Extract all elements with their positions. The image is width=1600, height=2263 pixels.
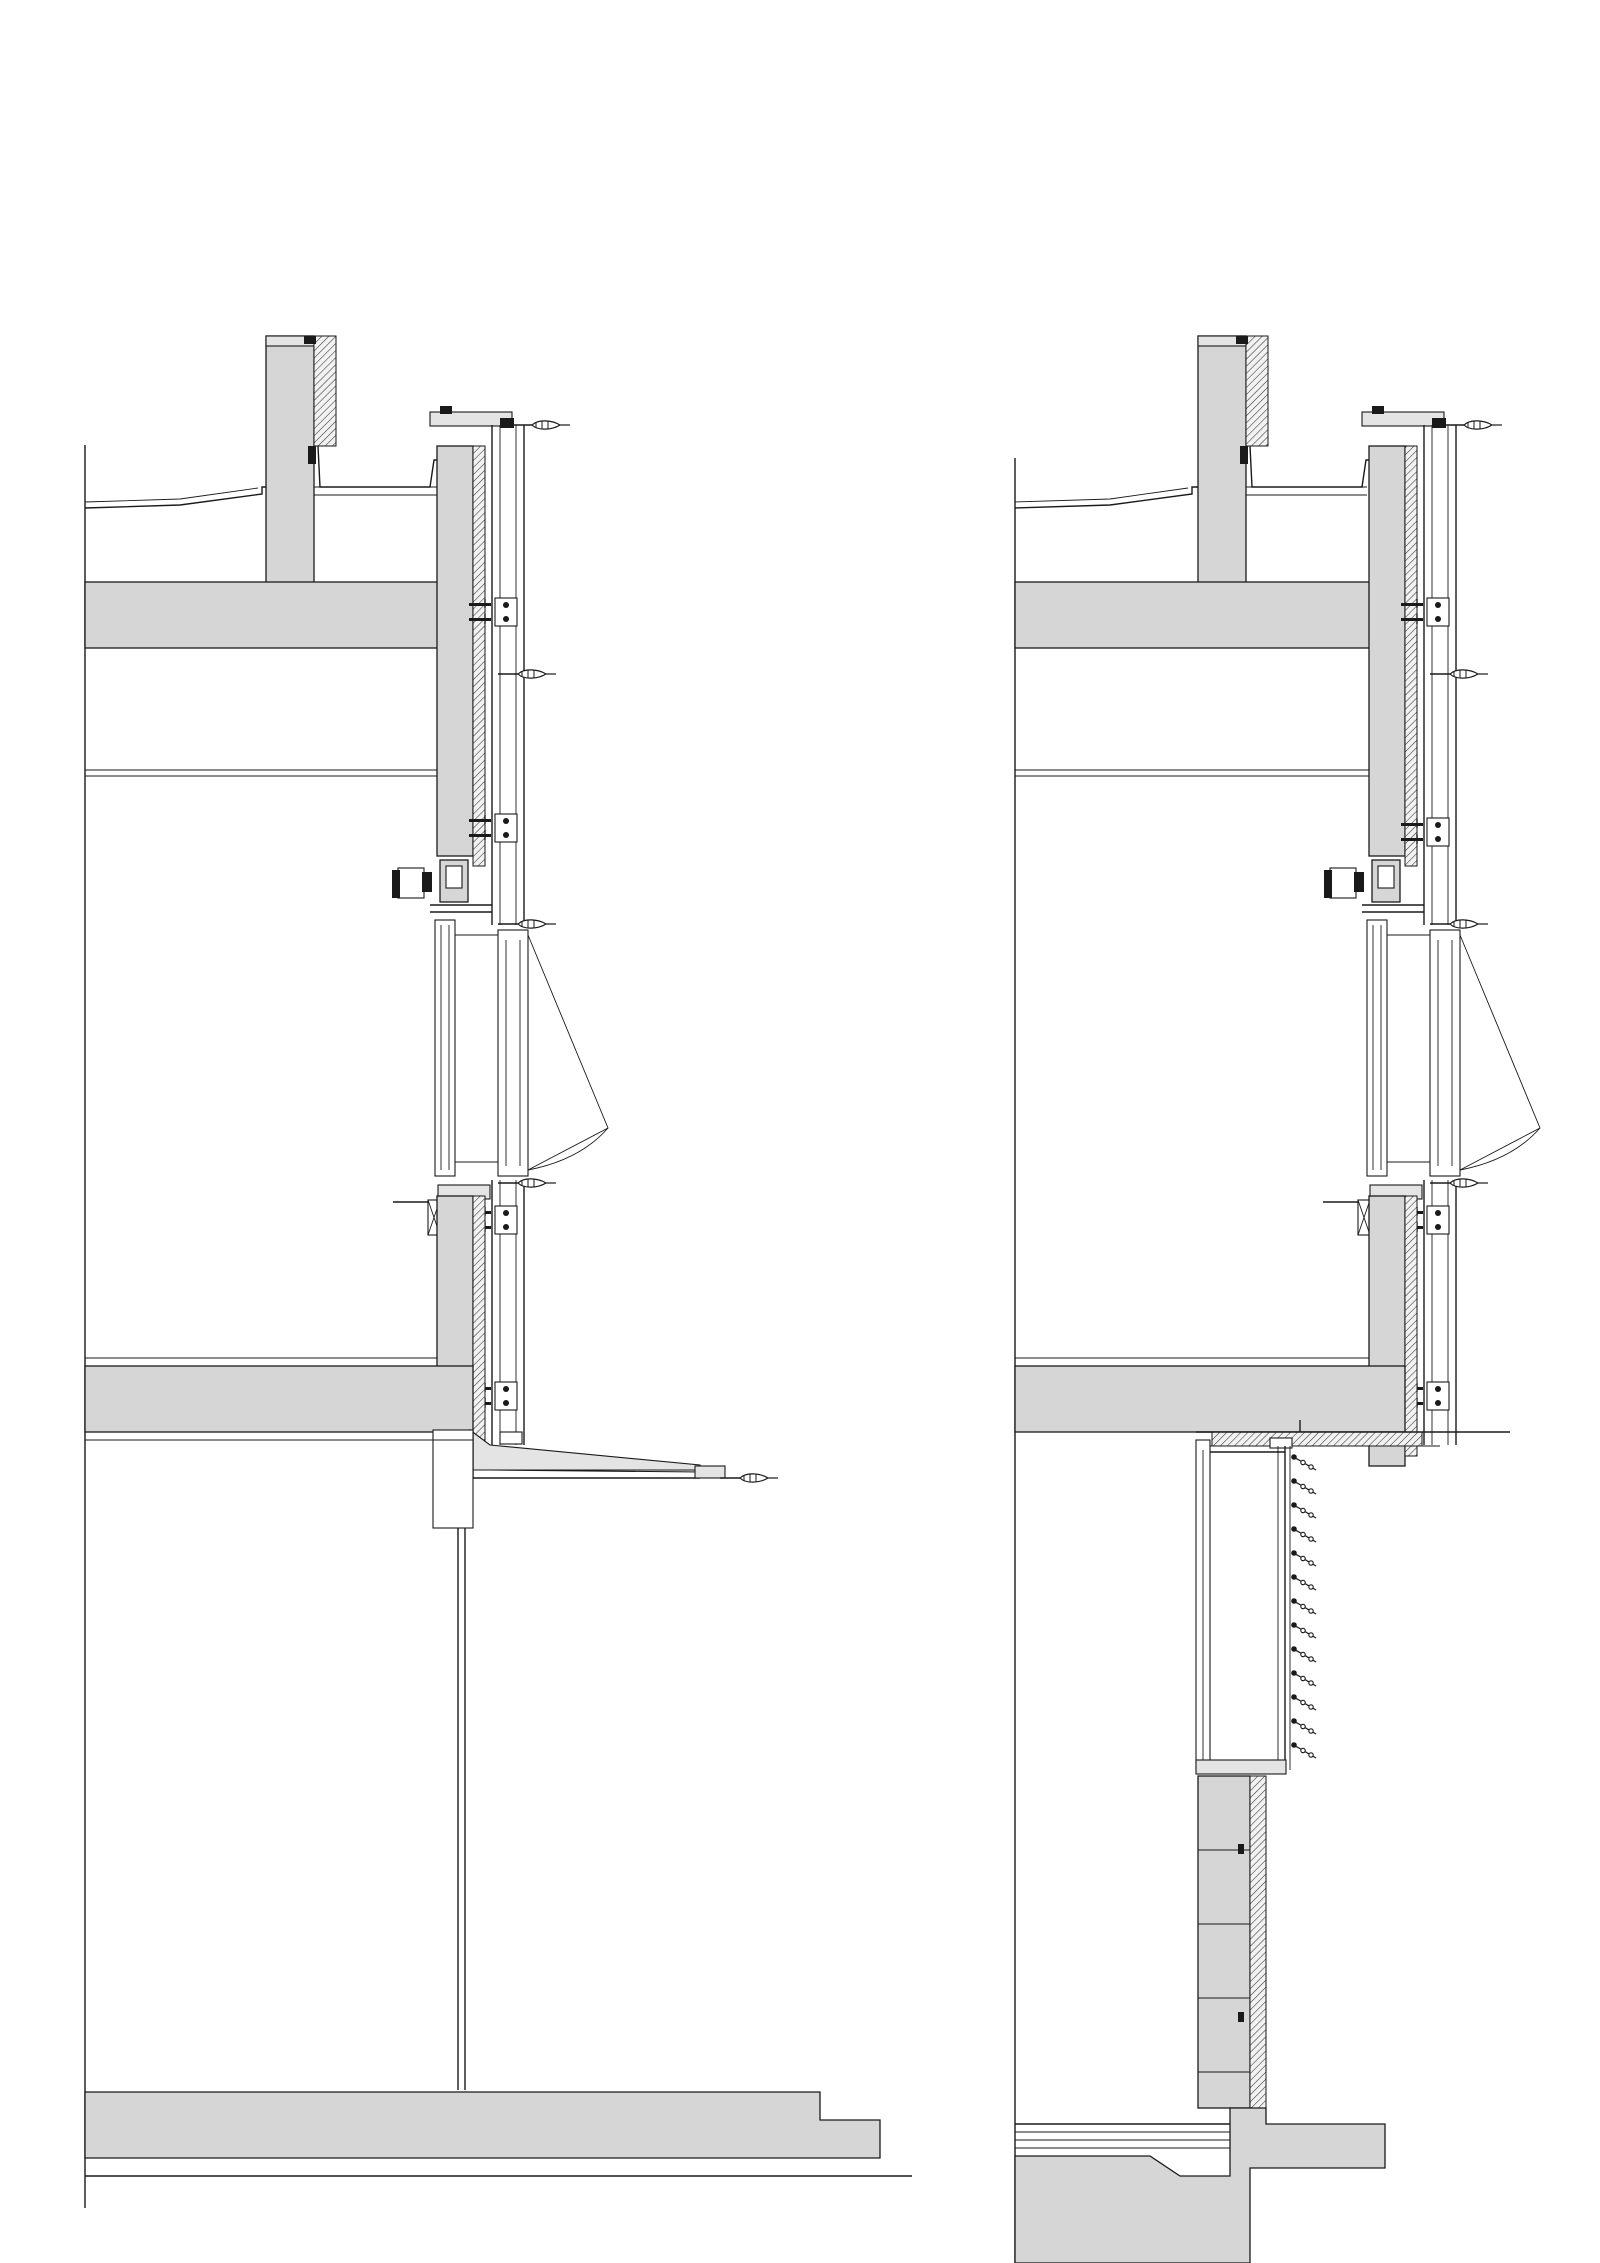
left-roof-slab (84, 581, 474, 649)
right-window (1366, 919, 1541, 1177)
right-floor-slab (1014, 1365, 1406, 1433)
left-upper-wall (436, 445, 474, 857)
right-wall-section (1014, 335, 1541, 2263)
left-ground-slab (84, 2091, 881, 2159)
left-parapet (265, 335, 437, 584)
left-window-head (392, 859, 492, 913)
right-roof-slab (1014, 581, 1406, 649)
right-window-head (1324, 859, 1424, 913)
right-foundation (1014, 2107, 1386, 2263)
left-floor-slab (84, 1365, 474, 1433)
right-upper-insulation (1404, 445, 1418, 867)
right-ground-wall (1197, 1775, 1267, 2109)
left-canopy-support (432, 1429, 474, 1529)
right-parapet (1197, 335, 1369, 584)
left-sash-swing (527, 934, 609, 1171)
right-roof (1014, 486, 1367, 509)
right-lower-insulation (1404, 1195, 1418, 1457)
left-lower-insulation (472, 1195, 486, 1467)
left-window (434, 919, 609, 1177)
right-sash-swing (1459, 934, 1541, 1171)
right-coping (1361, 406, 1503, 430)
right-soffit (1196, 1420, 1510, 1449)
left-wall-section (84, 335, 912, 2208)
right-ground-glazing (1195, 1439, 1287, 1775)
right-upper-wall (1368, 445, 1406, 857)
left-coping (429, 406, 571, 430)
left-roof (84, 486, 437, 509)
left-canopy (432, 1428, 779, 1529)
left-upper-insulation (472, 445, 486, 867)
right-louvres (1289, 1446, 1317, 1770)
